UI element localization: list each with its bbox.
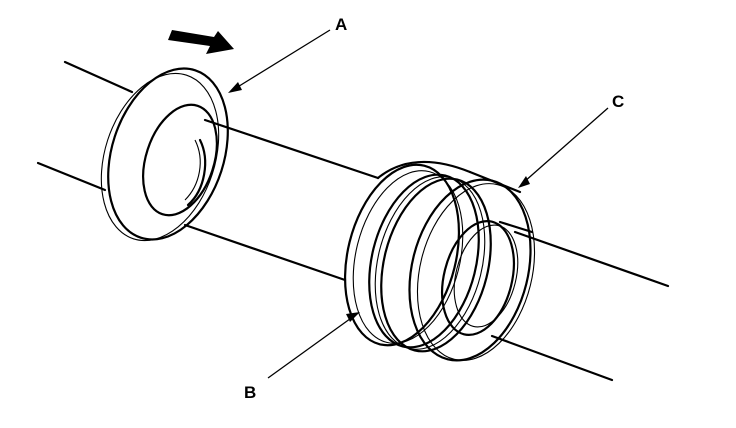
shaft-upper-edge-right <box>513 230 670 288</box>
leader-line-b <box>267 315 355 379</box>
callout-label-c: C <box>612 92 624 111</box>
shaft-lower-edge-left <box>36 161 107 192</box>
leader-arrowhead-c <box>518 176 530 188</box>
leader-arrowhead-b <box>346 312 360 322</box>
sleeve-c-top <box>498 220 534 234</box>
callout-label-a: A <box>335 15 347 34</box>
leader-arrowhead-a <box>228 82 242 93</box>
leader-line-c <box>523 107 609 183</box>
shaft-lower-edge-mid <box>183 223 347 282</box>
shaft-upper-edge-left <box>63 60 134 94</box>
direction-arrow-icon <box>168 30 234 54</box>
washer-a <box>100 67 229 242</box>
shaft-upper-edge-mid <box>203 118 380 180</box>
callout-label-b: B <box>244 383 256 402</box>
leader-line-a <box>235 29 331 89</box>
seal-b <box>343 160 536 362</box>
shaft-lower-edge-right <box>490 334 614 382</box>
